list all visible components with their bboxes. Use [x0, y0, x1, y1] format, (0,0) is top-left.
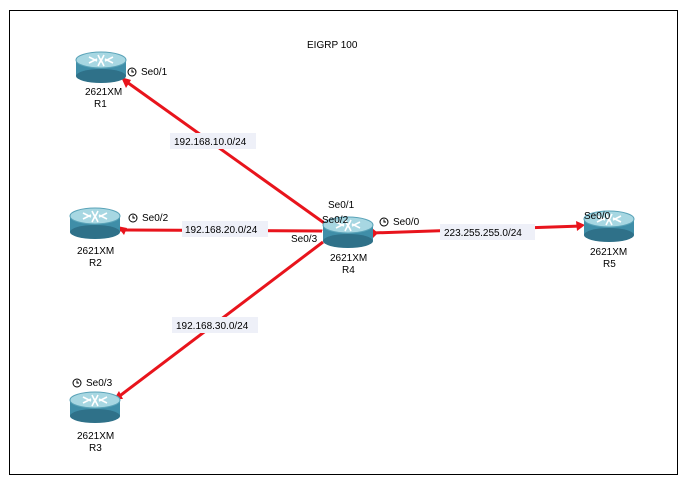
- network-labels: 192.168.10.0/24 192.168.20.0/24 192.168.…: [170, 133, 535, 333]
- router-name: R4: [342, 265, 355, 276]
- diagram-frame: [9, 10, 678, 475]
- interface-label-r4-se03: Se0/3: [291, 234, 318, 245]
- interface-label-r2-se02: Se0/2: [142, 213, 169, 224]
- router-name: R2: [89, 258, 102, 269]
- interface-label-r1-se01: Se0/1: [141, 67, 168, 78]
- network-label-223-255-255: 223.255.255.0/24: [444, 228, 522, 239]
- clock-icon: [72, 378, 82, 388]
- router-model: 2621XM: [330, 253, 367, 264]
- interface-label-r4-se00: Se0/0: [393, 217, 420, 228]
- router-icon: [69, 391, 121, 424]
- interface-label-r4-se01: Se0/1: [328, 200, 355, 211]
- router-r5[interactable]: 2621XM R5: [583, 210, 635, 270]
- router-r3[interactable]: 2621XM R3: [69, 391, 121, 454]
- router-model: 2621XM: [590, 247, 627, 258]
- network-label-192-168-10: 192.168.10.0/24: [174, 137, 247, 148]
- clock-icon: [127, 67, 137, 77]
- router-model: 2621XM: [77, 246, 114, 257]
- clock-icon: [379, 217, 389, 227]
- interface-label-r4-se02: Se0/2: [322, 215, 349, 226]
- interface-label-r5-se00: Se0/0: [584, 211, 611, 222]
- network-label-192-168-30: 192.168.30.0/24: [176, 321, 249, 332]
- interface-labels: Se0/1 Se0/2 Se0/3 Se0/1 Se0/2 Se0/3 Se0/…: [72, 67, 611, 389]
- router-icon: [75, 51, 127, 84]
- router-r1[interactable]: 2621XM R1: [75, 51, 127, 110]
- network-label-192-168-20: 192.168.20.0/24: [185, 225, 258, 236]
- clock-icon: [128, 213, 138, 223]
- router-icon: [69, 207, 121, 240]
- router-model: 2621XM: [77, 431, 114, 442]
- router-r4[interactable]: 2621XM R4: [322, 216, 374, 276]
- interface-label-r3-se03: Se0/3: [86, 378, 113, 389]
- diagram-title: EIGRP 100: [307, 40, 358, 51]
- router-name: R5: [603, 259, 616, 270]
- router-name: R1: [94, 99, 107, 110]
- link-r1-r4[interactable]: [123, 78, 328, 227]
- router-name: R3: [89, 443, 102, 454]
- router-model: 2621XM: [85, 87, 122, 98]
- router-r2[interactable]: 2621XM R2: [69, 207, 121, 269]
